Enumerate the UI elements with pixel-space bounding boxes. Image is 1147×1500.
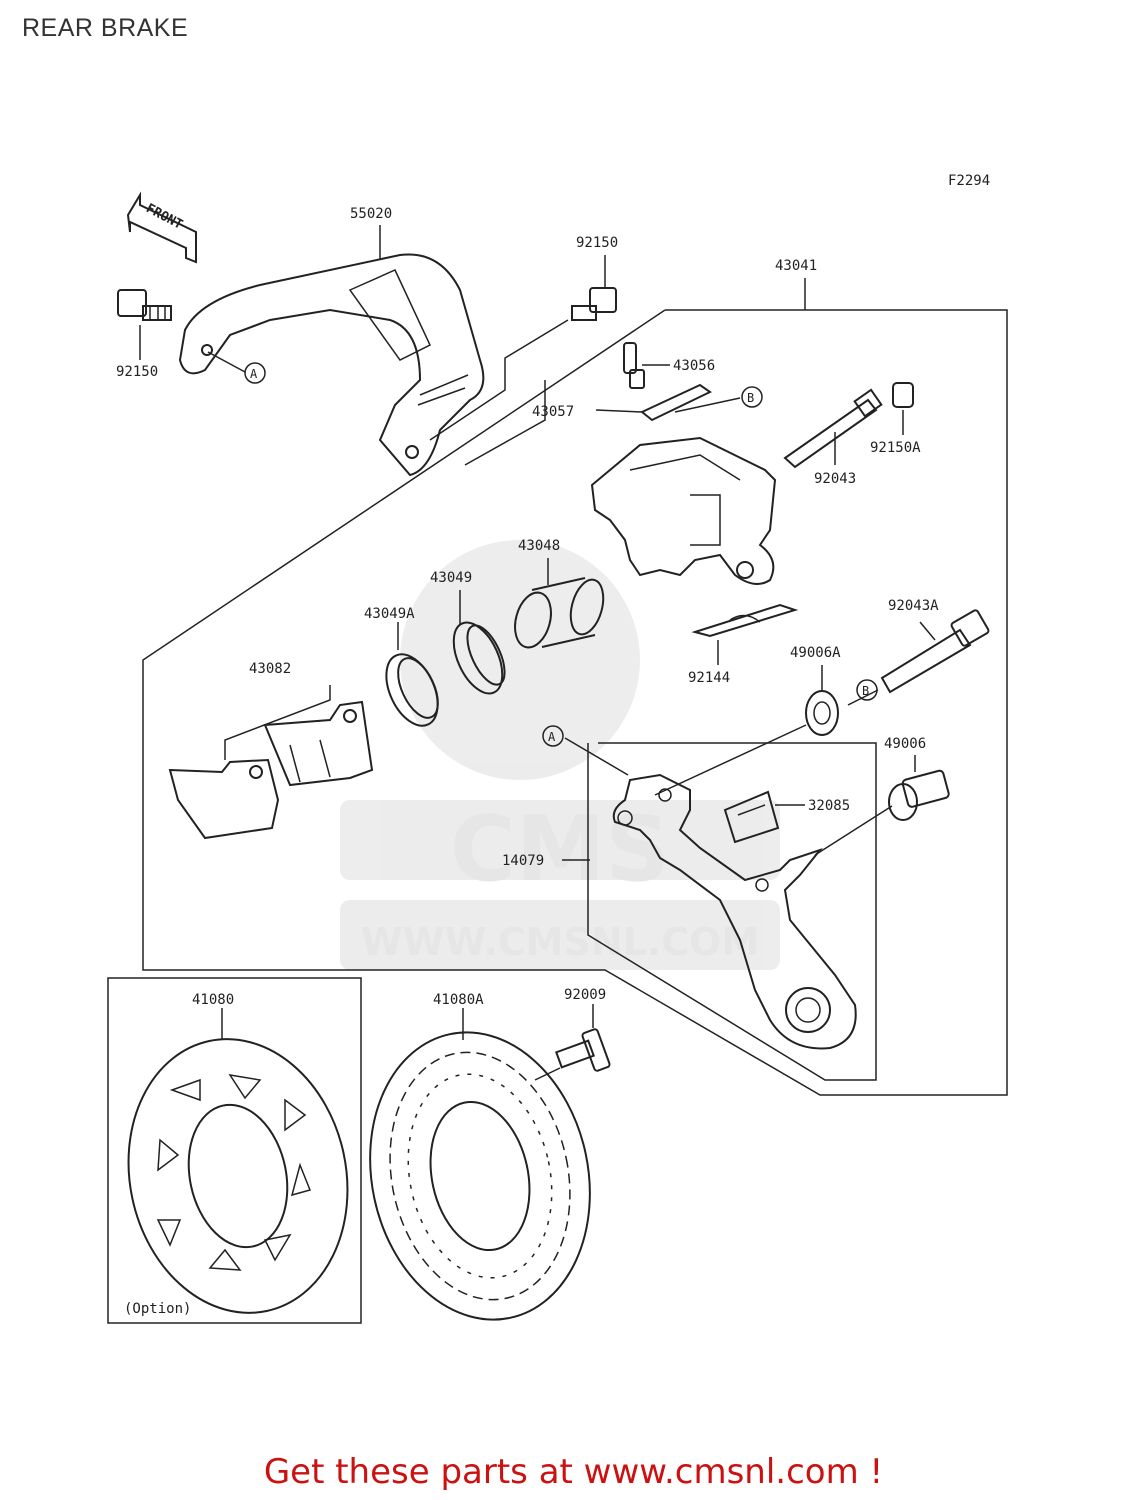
boot-49006A — [805, 690, 839, 736]
seal-43049A — [385, 653, 439, 727]
label-43057: 43057 — [532, 404, 574, 420]
label-43049A: 43049A — [364, 606, 415, 622]
label-92150A: 92150A — [870, 440, 921, 456]
watermark-url: WWW.CMSNL.COM — [361, 920, 760, 964]
label-43056: 43056 — [673, 358, 715, 374]
bolt-92150-top — [571, 287, 617, 321]
caliper-assembly-frame — [142, 309, 1008, 1096]
label-55020: 55020 — [350, 206, 392, 222]
caliper-bracket-14079 — [612, 773, 857, 1050]
ref-marker-b-2: B — [856, 679, 878, 701]
option-note: (Option) — [124, 1301, 191, 1317]
rear-brake-exploded-diagram: CMS WWW.CMSNL.COM F2294 FRONT 92150 5502… — [107, 173, 1008, 1324]
label-32085: 32085 — [808, 798, 850, 814]
option-disc-frame — [107, 977, 362, 1324]
brake-disc-41080A — [369, 1031, 591, 1321]
label-41080A: 41080A — [433, 992, 484, 1008]
label-92043: 92043 — [814, 471, 856, 487]
label-43082: 43082 — [249, 661, 291, 677]
label-92150-top: 92150 — [576, 235, 618, 251]
cms-watermark: CMS WWW.CMSNL.COM — [340, 540, 780, 970]
brake-pads-43082 — [168, 700, 374, 840]
label-43048: 43048 — [518, 538, 560, 554]
cap-43057 — [640, 383, 712, 422]
svg-text:A: A — [250, 367, 258, 381]
cap-92150A — [892, 382, 914, 408]
piston-43048 — [514, 577, 605, 649]
label-41080: 41080 — [192, 992, 234, 1008]
ref-marker-a-1: A — [244, 362, 266, 384]
ref-marker-a-2: A — [542, 725, 564, 747]
label-92009: 92009 — [564, 987, 606, 1003]
label-92043A: 92043A — [888, 598, 939, 614]
boot-49006 — [888, 769, 950, 821]
label-92150-left: 92150 — [116, 364, 158, 380]
front-tag-label: FRONT — [143, 201, 185, 233]
pin-92043 — [783, 388, 883, 469]
footer-promo-text: Get these parts at www.cmsnl.com ! — [263, 1452, 884, 1492]
svg-text:A: A — [548, 730, 556, 744]
label-14079: 14079 — [502, 853, 544, 869]
seal-43049 — [452, 621, 506, 695]
svg-text:B: B — [747, 391, 754, 405]
pad-spring-32085 — [723, 790, 780, 844]
label-92144: 92144 — [688, 670, 730, 686]
watermark-logo: CMS — [450, 797, 670, 902]
bleeder-valve-43056 — [623, 342, 645, 389]
bolt-92009 — [555, 1028, 611, 1072]
label-43041: 43041 — [775, 258, 817, 274]
ref-marker-b-1: B — [741, 386, 763, 408]
front-direction-arrow-icon: FRONT — [126, 191, 197, 264]
page-title: REAR BRAKE — [22, 14, 189, 42]
svg-text:B: B — [862, 684, 869, 698]
spring-92144 — [691, 603, 799, 638]
label-43049: 43049 — [430, 570, 472, 586]
pin-92043A — [880, 609, 990, 694]
label-49006: 49006 — [884, 736, 926, 752]
brake-disc-41080 — [127, 1038, 349, 1314]
label-49006A: 49006A — [790, 645, 841, 661]
chain-guard-55020 — [178, 253, 485, 477]
bolt-92150-left — [117, 289, 172, 321]
figure-code: F2294 — [948, 173, 990, 189]
caliper-body — [590, 436, 777, 585]
